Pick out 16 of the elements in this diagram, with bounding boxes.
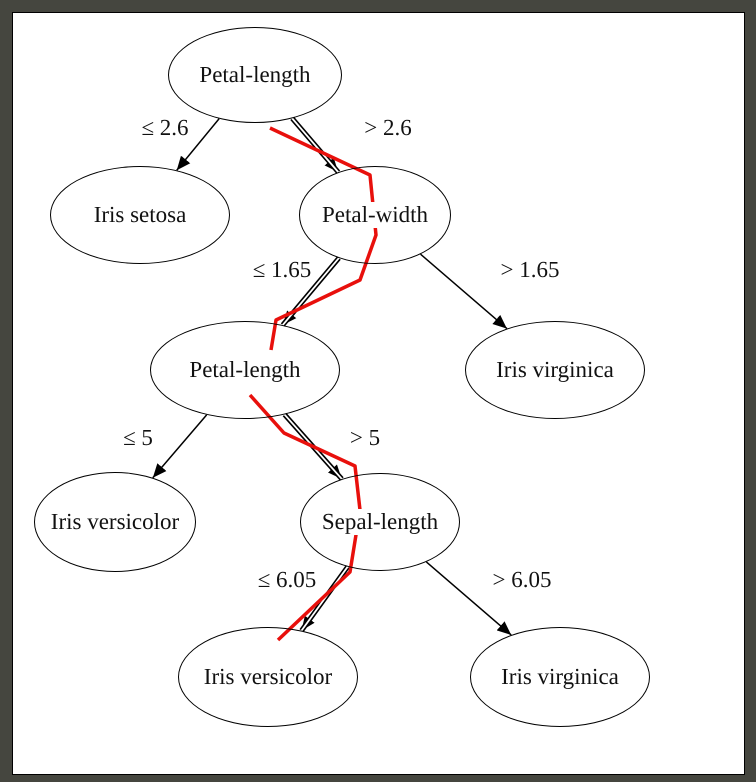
arrow <box>300 565 350 632</box>
node-ellipse <box>150 321 340 419</box>
arrow <box>426 561 512 636</box>
node-ellipse <box>300 473 460 571</box>
node-ellipse <box>34 472 196 572</box>
arrow <box>176 118 220 171</box>
arrow <box>152 414 208 478</box>
arrow <box>420 254 508 330</box>
node-label: Petal-width <box>320 202 430 228</box>
node-ellipse <box>178 627 358 727</box>
arrow <box>282 412 344 481</box>
node-ellipse <box>465 321 645 419</box>
arrow <box>280 256 341 327</box>
arrow <box>290 116 340 174</box>
node-ellipse <box>470 627 650 727</box>
node-ellipse <box>50 166 230 264</box>
